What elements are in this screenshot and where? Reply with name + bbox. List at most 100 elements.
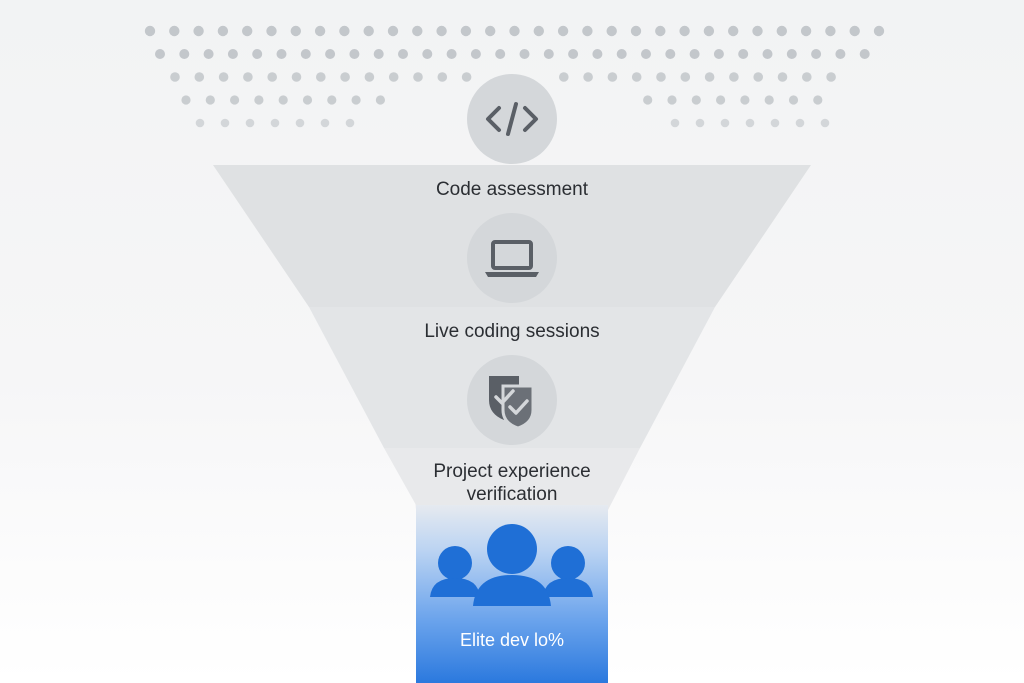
- funnel-neck: [384, 448, 640, 510]
- dot: [509, 25, 520, 37]
- dot: [716, 95, 726, 105]
- dot: [485, 25, 496, 37]
- dot: [786, 49, 797, 59]
- dot: [227, 49, 238, 59]
- dot: [873, 25, 885, 37]
- dot: [689, 49, 700, 59]
- dot: [170, 72, 180, 82]
- code-stage-circle: [467, 74, 557, 164]
- dot: [720, 118, 730, 128]
- dot: [290, 25, 301, 37]
- dot: [155, 49, 165, 59]
- dot: [691, 95, 701, 105]
- dot: [230, 95, 240, 105]
- dot: [665, 49, 676, 59]
- dot: [656, 72, 666, 82]
- dot: [667, 95, 677, 105]
- dot: [320, 118, 330, 128]
- dot: [680, 72, 691, 82]
- dot: [218, 72, 229, 82]
- elite-dev-label: Elite dev lo%: [459, 630, 565, 650]
- dot: [169, 25, 180, 37]
- code-brackets-icon: [486, 102, 538, 136]
- dot: [695, 118, 705, 128]
- dot: [193, 25, 204, 37]
- dot: [373, 49, 384, 59]
- dot: [495, 49, 506, 59]
- person-left-icon: [430, 546, 480, 597]
- dot: [461, 72, 472, 82]
- dot: [270, 118, 280, 128]
- laptop-icon: [485, 240, 539, 277]
- dot: [607, 72, 618, 82]
- dot: [243, 72, 253, 82]
- dot: [314, 25, 326, 37]
- dot: [825, 25, 836, 37]
- dot: [559, 72, 569, 82]
- dot: [533, 25, 544, 37]
- verified-badge-icon: [489, 376, 535, 430]
- dot: [266, 25, 277, 37]
- dot: [582, 25, 593, 37]
- dot: [339, 25, 350, 37]
- dot: [302, 95, 313, 105]
- dot: [713, 49, 724, 59]
- dot: [413, 72, 423, 82]
- dot: [144, 25, 156, 37]
- dot: [740, 95, 750, 105]
- dot: [351, 95, 361, 105]
- dot: [422, 49, 433, 59]
- dot: [316, 72, 326, 82]
- dot: [364, 72, 375, 82]
- dot: [704, 72, 715, 82]
- dot: [179, 49, 190, 59]
- verification-stage-circle: [467, 355, 557, 445]
- dot: [813, 95, 823, 105]
- dot: [859, 49, 870, 59]
- laptop-stage-circle: [467, 213, 557, 303]
- dot: [470, 49, 481, 59]
- dot: [387, 25, 399, 37]
- dot: [568, 49, 579, 59]
- dot: [412, 25, 423, 37]
- dot: [195, 118, 205, 128]
- dot: [295, 118, 305, 128]
- dot: [777, 72, 788, 82]
- dot: [345, 118, 355, 128]
- dot: [291, 72, 302, 82]
- stage-label-code-assessment: Code assessment: [435, 179, 589, 200]
- stage-label-live-coding: Live coding sessions: [424, 321, 600, 342]
- dot: [519, 49, 530, 59]
- dot: [340, 72, 350, 82]
- dot: [738, 49, 749, 59]
- dot: [557, 25, 569, 37]
- dot: [436, 25, 447, 37]
- dot: [592, 49, 603, 59]
- dot: [276, 49, 287, 59]
- dot: [205, 95, 215, 105]
- person-center-icon: [473, 524, 551, 606]
- dot: [267, 72, 278, 82]
- dot: [776, 25, 787, 37]
- stage-label-project-verification: Project experience verification: [433, 461, 591, 505]
- dot: [254, 95, 264, 105]
- dot: [849, 25, 860, 37]
- dot: [835, 49, 846, 59]
- dot: [752, 25, 763, 37]
- dot: [745, 118, 755, 128]
- dot: [217, 25, 229, 37]
- dot: [242, 25, 253, 37]
- dot: [460, 25, 472, 37]
- dot: [643, 95, 653, 105]
- dot: [252, 49, 263, 59]
- dot: [375, 95, 385, 105]
- dot: [800, 25, 812, 37]
- dot: [181, 95, 191, 105]
- dot: [753, 72, 763, 82]
- dot: [826, 72, 836, 82]
- dot: [795, 118, 805, 128]
- dot: [802, 72, 812, 82]
- dot: [655, 25, 666, 37]
- dot: [631, 72, 642, 82]
- dot: [729, 72, 739, 82]
